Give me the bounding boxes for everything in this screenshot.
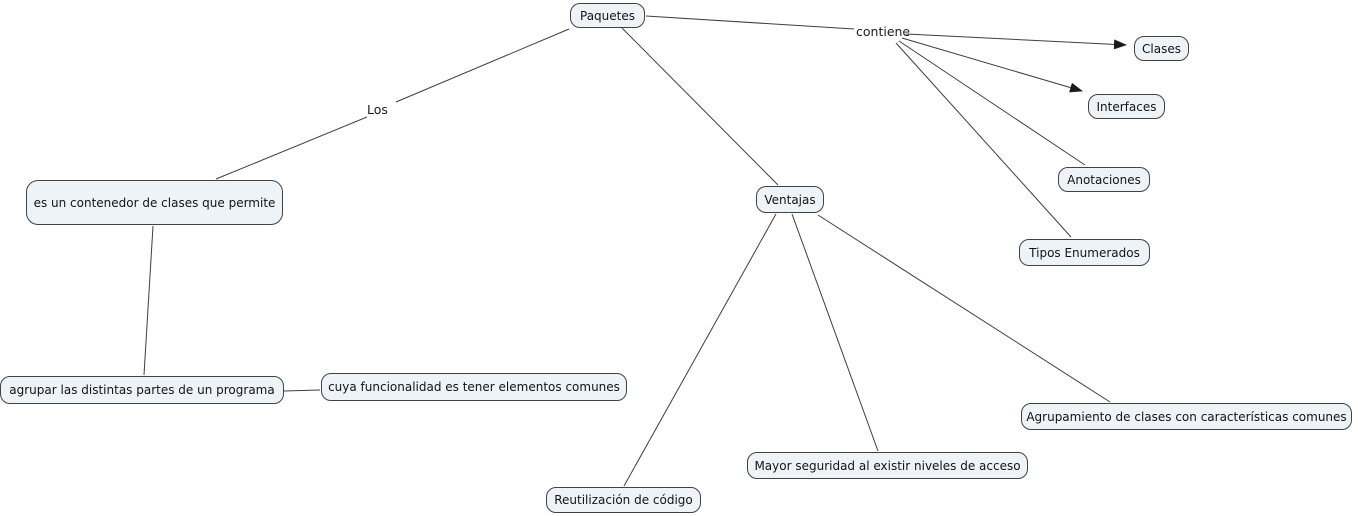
node-label: Tipos Enumerados <box>1029 245 1140 260</box>
node-clases[interactable]: Clases <box>1134 36 1189 61</box>
link-label-los[interactable]: Los <box>367 102 388 117</box>
node-paquetes[interactable]: Paquetes <box>570 3 645 28</box>
edge-contiene-to-clases-arrow <box>905 33 1127 50</box>
node-label: es un contenedor de clases que permite <box>33 195 276 210</box>
node-label: Agrupamiento de clases con característic… <box>1026 409 1347 424</box>
edge-contiene-to-tipos-enumerados-line <box>895 42 1072 238</box>
edge-los-to-contenedor-line <box>215 116 368 180</box>
node-ventajas[interactable]: Ventajas <box>756 186 824 213</box>
node-tipos-enumerados[interactable]: Tipos Enumerados <box>1019 239 1150 266</box>
node-mayor-seguridad[interactable]: Mayor seguridad al existir niveles de ac… <box>747 452 1028 479</box>
node-label: Mayor seguridad al existir niveles de ac… <box>754 458 1021 473</box>
link-label-contiene[interactable]: contiene <box>856 24 911 39</box>
edge-contenedor-to-agrupar-line <box>143 225 154 376</box>
node-reutilizacion[interactable]: Reutilización de código <box>546 487 701 513</box>
edge-contiene-to-interfaces-arrow <box>901 37 1083 93</box>
node-label: Anotaciones <box>1067 172 1141 187</box>
node-label: cuya funcionalidad es tener elementos co… <box>328 380 620 394</box>
node-cuya-funcionalidad[interactable]: cuya funcionalidad es tener elementos co… <box>321 373 627 401</box>
node-es-un-contenedor[interactable]: es un contenedor de clases que permite <box>26 180 283 225</box>
node-agrupar[interactable]: agrupar las distintas partes de un progr… <box>0 376 284 404</box>
edge-ventajas-to-mayor-seguridad-line <box>791 213 879 452</box>
node-label: Paquetes <box>580 8 635 23</box>
node-label: agrupar las distintas partes de un progr… <box>9 383 275 397</box>
edge-paquetes-to-los-line <box>395 28 570 103</box>
edge-paquetes-to-ventajas-line <box>621 27 779 186</box>
edge-ventajas-to-agrupamiento-line <box>817 214 1111 403</box>
node-label: Clases <box>1142 41 1181 56</box>
node-label: Interfaces <box>1096 99 1157 114</box>
node-interfaces[interactable]: Interfaces <box>1088 94 1165 119</box>
node-label: Ventajas <box>764 192 816 207</box>
node-label: Reutilización de código <box>554 493 693 507</box>
edge-agrupar-to-cuya-funcionalidad-line <box>283 389 321 392</box>
edge-paquetes-to-contiene-line <box>645 15 855 30</box>
node-anotaciones[interactable]: Anotaciones <box>1058 167 1150 192</box>
edge-ventajas-to-reutilizacion-line <box>623 213 777 487</box>
node-agrupamiento[interactable]: Agrupamiento de clases con característic… <box>1021 403 1352 430</box>
edge-contiene-to-anotaciones-line <box>898 40 1086 166</box>
